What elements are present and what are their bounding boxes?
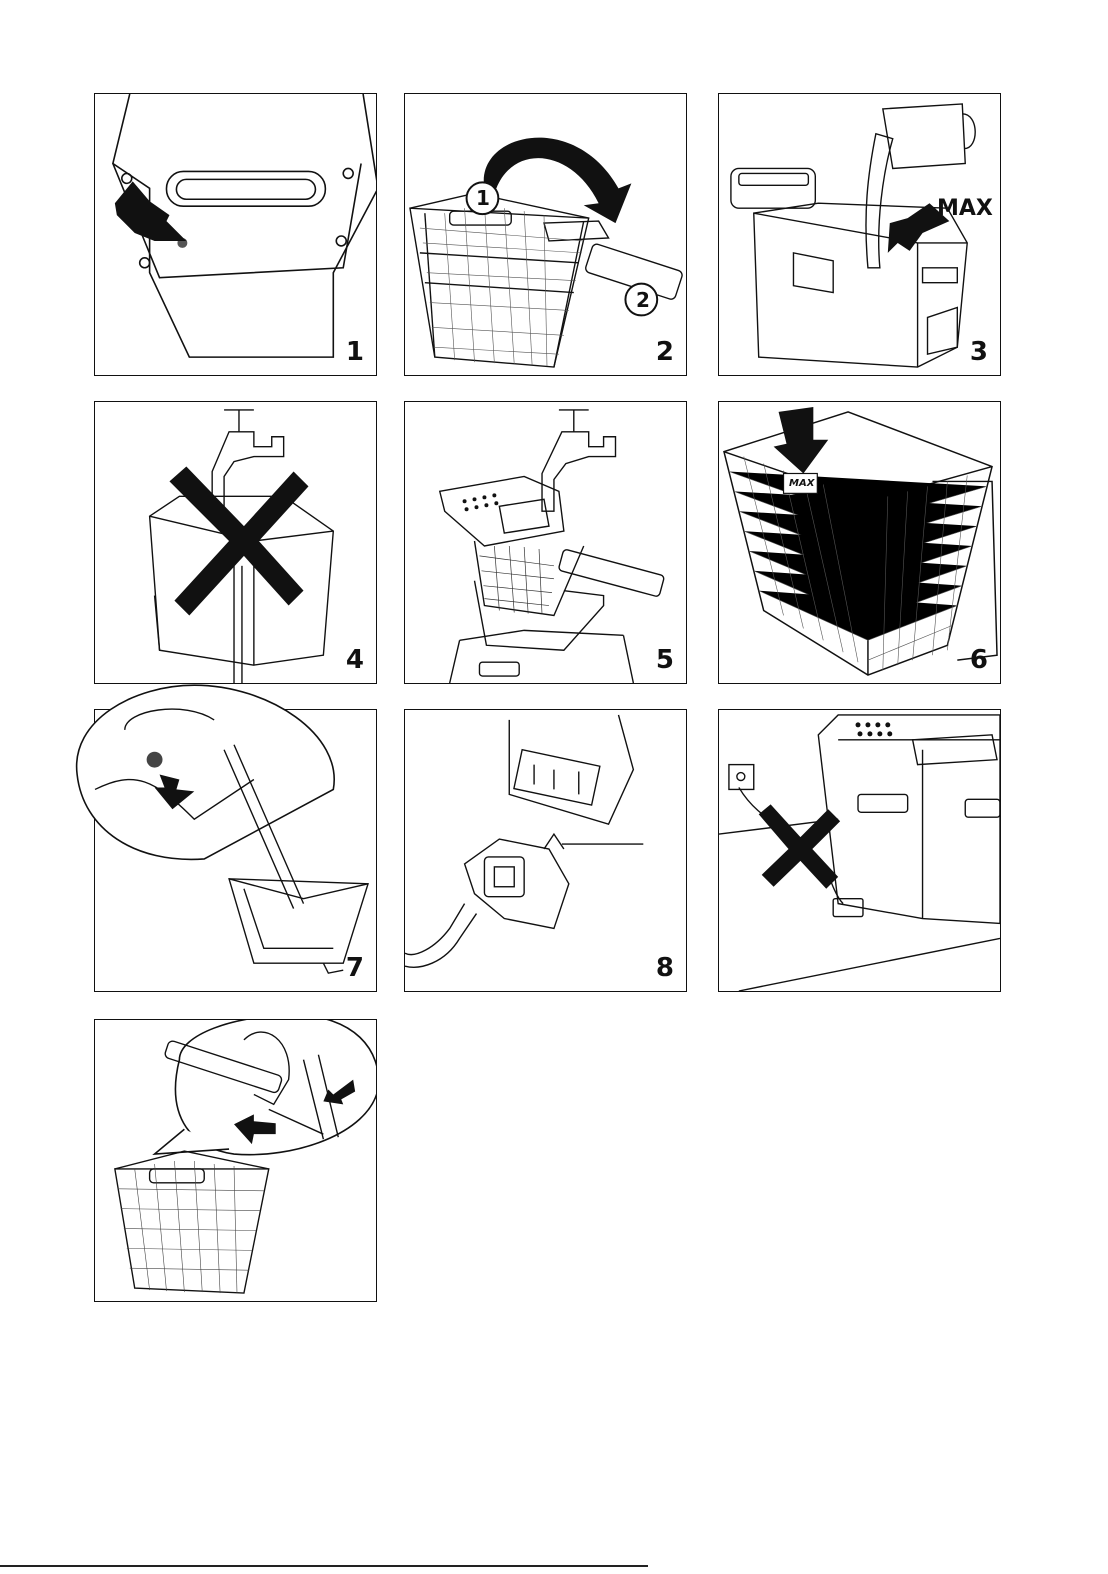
basket-max-drawing: [719, 402, 1000, 683]
wash-parts-drawing: [405, 402, 686, 683]
step-number: 6: [970, 645, 988, 675]
step-2-panel: 1 2 2: [404, 93, 687, 376]
fill-oil-drawing: [719, 94, 1000, 375]
step-number: 1: [346, 337, 364, 367]
plug-icon: [465, 839, 569, 928]
footer-rule: [0, 1565, 648, 1567]
arrow-icon: [115, 181, 186, 241]
curved-arrow-icon: [484, 138, 632, 223]
step-5-panel: 5: [404, 401, 687, 684]
step-10-panel: [94, 1019, 377, 1302]
cross-icon: [169, 467, 308, 616]
basket-handle-fold-drawing: [95, 1020, 376, 1301]
max-label: MAX: [937, 196, 993, 221]
step-number: 8: [656, 953, 674, 983]
step-7-panel: 7: [94, 709, 377, 992]
step-number: 3: [970, 337, 988, 367]
cord-safety-drawing: [719, 710, 1000, 991]
step-4-panel: 4: [94, 401, 377, 684]
power-cord-drawing: [405, 710, 686, 991]
callout-2: 2: [636, 288, 650, 312]
step-8-panel: 8: [404, 709, 687, 992]
step-1-panel: 1: [94, 93, 377, 376]
basket-handle-drawing: [405, 94, 686, 375]
step-number: 2: [656, 337, 674, 367]
step-number: 5: [656, 645, 674, 675]
arrow-icon: [774, 407, 829, 474]
fryer-underside-drawing: [95, 94, 376, 375]
step-number: 7: [346, 953, 364, 983]
step-number: 4: [346, 645, 364, 675]
callout-1: 1: [476, 186, 490, 210]
drain-oil-drawing: [95, 710, 376, 991]
do-not-immerse-drawing: [95, 402, 376, 683]
step-3-panel: MAX 3: [718, 93, 1001, 376]
cross-icon: [759, 804, 840, 888]
max-label: MAX: [789, 478, 814, 489]
step-6-panel: MAX 6: [718, 401, 1001, 684]
wall-socket-icon: [729, 765, 754, 790]
step-9-panel: [718, 709, 1001, 992]
